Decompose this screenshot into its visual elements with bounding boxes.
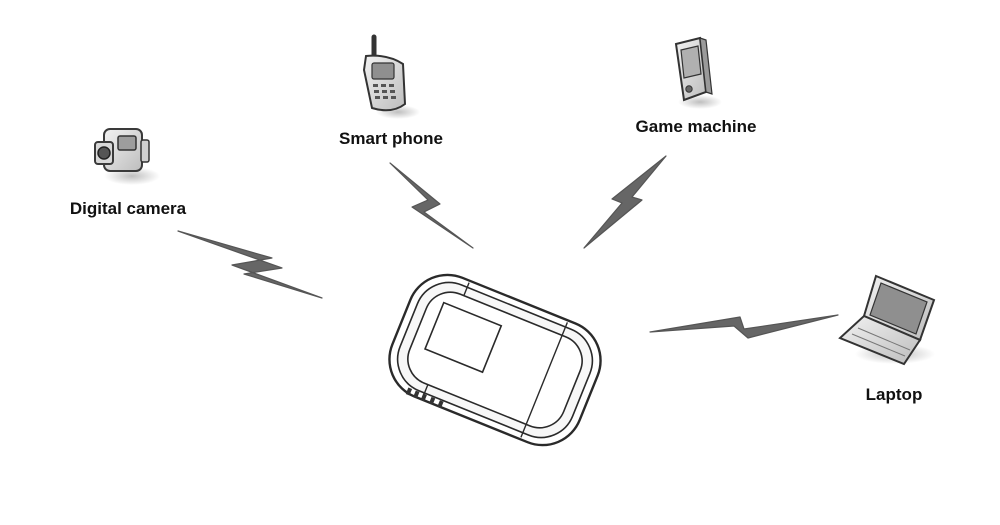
wireless-signal-icon bbox=[177, 230, 323, 299]
laptop-icon bbox=[838, 274, 936, 366]
wireless-signal-icon bbox=[389, 162, 474, 249]
wireless-link-camera bbox=[177, 230, 323, 299]
wireless-link-game bbox=[583, 155, 667, 249]
game-machine-label: Game machine bbox=[635, 117, 757, 136]
side-port bbox=[405, 387, 444, 409]
wireless-signal-icon bbox=[649, 314, 839, 339]
video-camera-icon bbox=[94, 128, 160, 185]
mobile-phone-icon bbox=[362, 34, 420, 119]
handheld-game-icon bbox=[674, 36, 722, 109]
wireless-link-laptop bbox=[649, 314, 839, 339]
smart-phone-label: Smart phone bbox=[339, 129, 443, 148]
digital-camera-label: Digital camera bbox=[69, 199, 187, 218]
wireless-link-phone bbox=[389, 162, 474, 249]
mobile-wifi-router-icon bbox=[388, 273, 602, 447]
laptop-label: Laptop bbox=[865, 385, 923, 404]
wireless-signal-icon bbox=[583, 155, 667, 249]
